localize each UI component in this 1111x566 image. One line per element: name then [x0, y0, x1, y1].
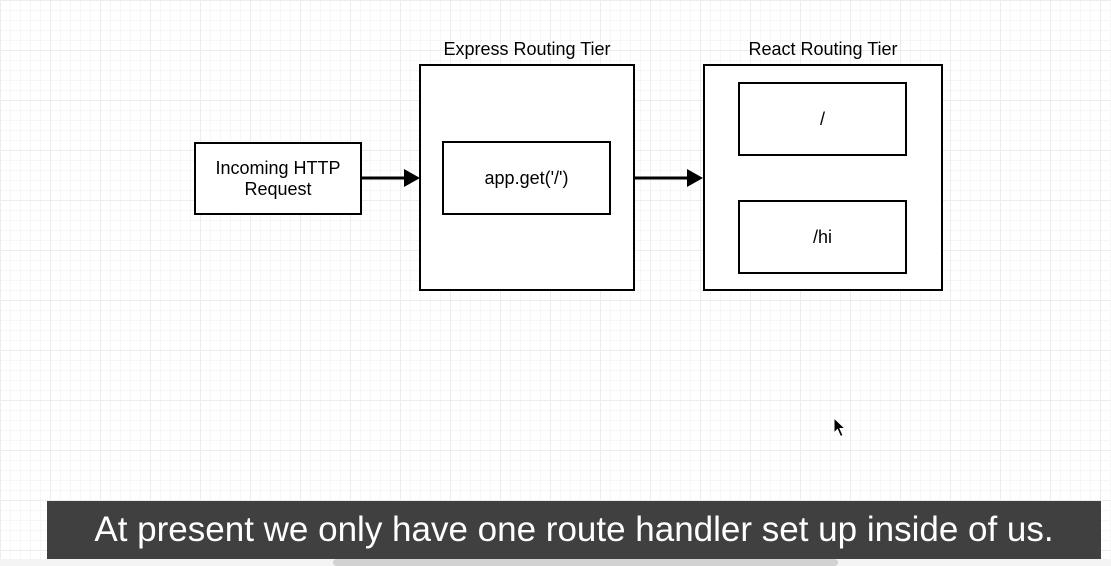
react-route-hi-label: /hi — [812, 226, 832, 247]
mouse-pointer-icon — [833, 417, 847, 438]
react-route-root-label: / — [819, 108, 825, 129]
express-tier-title: Express Routing Tier — [443, 39, 611, 59]
caption-text: At present we only have one route handle… — [94, 510, 1054, 549]
arrow-express-to-react — [635, 169, 703, 187]
incoming-request-box[interactable] — [194, 142, 362, 215]
arrow-head — [687, 169, 703, 187]
horizontal-scrollbar-thumb[interactable] — [333, 559, 838, 566]
incoming-request-label: Incoming HTTP Request — [215, 157, 341, 199]
express-route-box[interactable] — [442, 141, 611, 215]
express-route-label: app.get('/') — [484, 167, 569, 188]
react-tier-title: React Routing Tier — [748, 39, 898, 59]
caption-bar: At present we only have one route handle… — [47, 501, 1101, 559]
arrow-request-to-express — [362, 169, 420, 187]
react-route-hi-box[interactable] — [738, 200, 907, 274]
react-route-root-box[interactable] — [738, 82, 907, 156]
arrow-head — [404, 169, 420, 187]
